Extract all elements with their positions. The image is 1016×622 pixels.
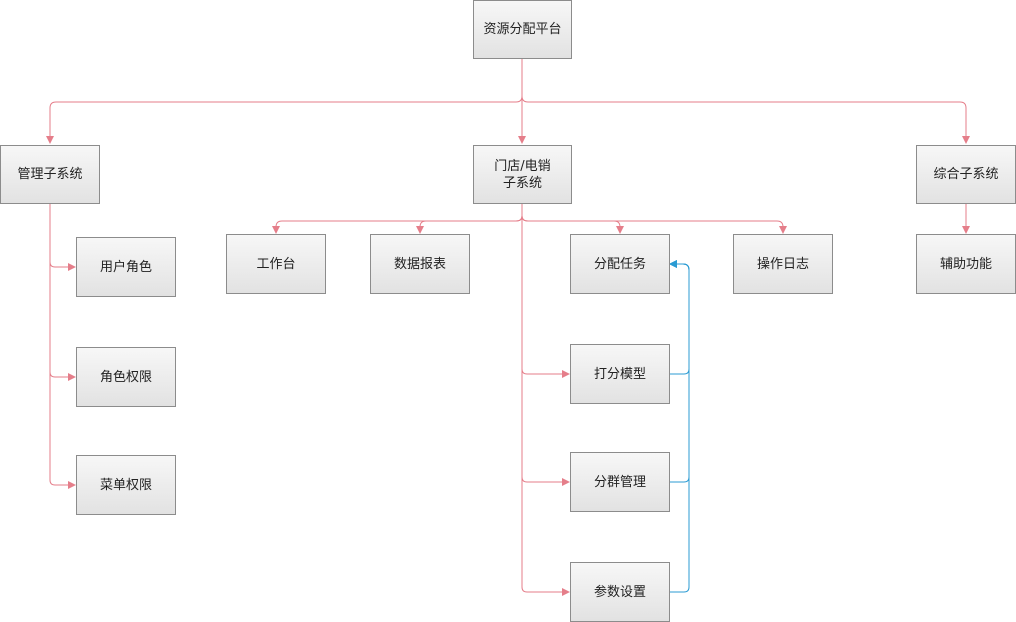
edge-root-general	[521, 59, 970, 144]
edge-flow-group-mgmt-assign-task	[669, 260, 690, 483]
edge-mgmt-user-role	[49, 204, 76, 271]
node-group-mgmt: 分群管理	[570, 452, 670, 512]
edge-store-score-model	[521, 204, 570, 378]
node-param-setting: 参数设置	[570, 562, 670, 622]
edge-flow-score-model-assign-task	[669, 260, 690, 375]
node-mgmt: 管理子系统	[0, 145, 100, 204]
node-report: 数据报表	[370, 234, 470, 294]
node-assign-task: 分配任务	[570, 234, 670, 294]
edge-root-mgmt	[46, 59, 523, 144]
node-user-role: 用户角色	[76, 237, 176, 297]
node-workbench: 工作台	[226, 234, 326, 294]
node-score-model: 打分模型	[570, 344, 670, 404]
node-op-log: 操作日志	[733, 234, 833, 294]
node-general: 综合子系统	[916, 145, 1016, 204]
edge-store-op-log	[521, 204, 787, 234]
edge-store-group-mgmt	[521, 204, 570, 486]
node-menu-perm: 菜单权限	[76, 455, 176, 515]
edge-store-workbench	[272, 204, 523, 234]
edge-store-assign-task	[521, 204, 624, 234]
node-aux-func: 辅助功能	[916, 234, 1016, 294]
node-store: 门店/电销 子系统	[473, 145, 572, 204]
edge-flow-param-setting-assign-task	[669, 260, 690, 593]
node-root: 资源分配平台	[473, 0, 572, 59]
edge-store-report	[416, 204, 523, 234]
edge-mgmt-menu-perm	[49, 204, 76, 489]
edge-mgmt-role-perm	[49, 204, 76, 381]
edge-store-param-setting	[521, 204, 570, 596]
node-role-perm: 角色权限	[76, 347, 176, 407]
